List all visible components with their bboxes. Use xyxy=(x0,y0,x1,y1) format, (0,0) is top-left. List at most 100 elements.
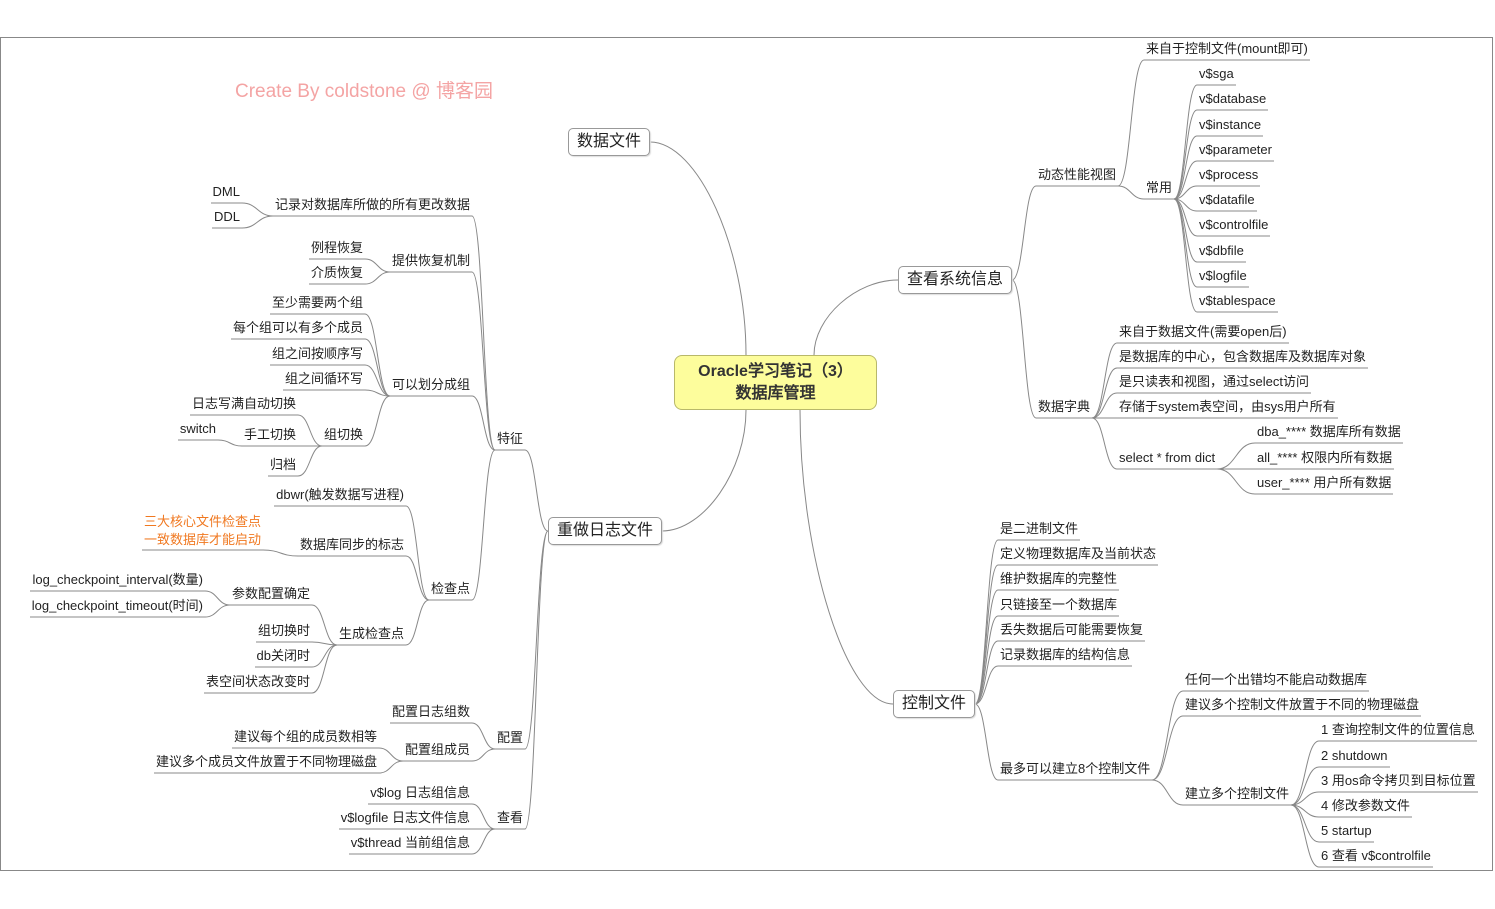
topic-node[interactable]: 手工切换 xyxy=(243,427,296,442)
topic-node[interactable]: 归档 xyxy=(269,457,296,472)
topic-node[interactable]: 维护数据库的完整性 xyxy=(1000,571,1118,586)
connector xyxy=(364,364,391,397)
topic-node[interactable]: 每个组可以有多个成员 xyxy=(232,320,363,335)
topic-node[interactable]: 2 shutdown xyxy=(1321,748,1388,763)
connector xyxy=(241,202,274,217)
topic-node[interactable]: 日志写满自动切换 xyxy=(191,396,296,411)
topic-node[interactable]: 1 查询控制文件的位置信息 xyxy=(1321,722,1475,737)
topic-node[interactable]: 最多可以建立8个控制文件 xyxy=(1000,761,1151,776)
connector xyxy=(378,760,404,774)
connector xyxy=(1216,442,1256,470)
connector xyxy=(297,414,323,447)
topic-node[interactable]: 例程恢复 xyxy=(310,240,363,255)
topic-node[interactable]: v$logfile xyxy=(1199,268,1247,283)
topic-node[interactable]: 常用 xyxy=(1146,180,1173,195)
topic-node[interactable]: log_checkpoint_interval(数量) xyxy=(32,572,203,587)
topic-node[interactable]: 配置 xyxy=(496,730,523,745)
topic-node[interactable]: 3 用os命令拷贝到目标位置 xyxy=(1321,773,1476,788)
topic-node[interactable]: 6 查看 v$controlfile xyxy=(1321,848,1431,863)
connector xyxy=(649,141,747,356)
topic-node[interactable]: 提供恢复机制 xyxy=(391,253,470,268)
topic-node[interactable]: v$tablespace xyxy=(1199,293,1276,308)
topic-node[interactable]: 表空间状态改变时 xyxy=(205,674,310,689)
topic-node[interactable]: 建议多个成员文件放置于不同物理磁盘 xyxy=(155,754,377,769)
topic-node[interactable]: 可以划分成组 xyxy=(391,377,470,392)
topic-node[interactable]: 查看 xyxy=(496,810,523,825)
topic-node[interactable]: v$instance xyxy=(1199,117,1262,132)
topic-node[interactable]: dba_**** 数据库所有数据 xyxy=(1257,424,1401,439)
topic-node[interactable]: 生成检查点 xyxy=(338,626,404,641)
topic-node[interactable]: 建立多个控制文件 xyxy=(1185,786,1290,801)
central-topic-subtitle: 数据库管理 xyxy=(735,385,816,402)
topic-node[interactable]: 4 修改参数文件 xyxy=(1321,798,1410,813)
topic-node[interactable]: 特征 xyxy=(496,431,523,446)
connector xyxy=(974,589,999,705)
topic-node[interactable]: v$log 日志组信息 xyxy=(370,785,470,800)
topic-node[interactable]: 来自于控制文件(mount即可) xyxy=(1146,41,1308,56)
connector xyxy=(204,590,231,606)
topic-node[interactable]: v$database xyxy=(1199,91,1267,106)
topic-node[interactable]: 记录对数据库所做的所有更改数据 xyxy=(274,197,470,212)
topic-node[interactable]: 建议每个组的成员数相等 xyxy=(233,729,377,744)
connector xyxy=(378,747,404,762)
note-text[interactable]: 三大核心文件检查点 一致数据库才能启动 xyxy=(143,514,261,547)
topic-node[interactable]: 至少需要两个组 xyxy=(271,295,363,310)
topic-node[interactable]: 配置组成员 xyxy=(404,742,470,757)
topic-node[interactable]: v$sga xyxy=(1199,66,1234,81)
topic-node[interactable]: v$process xyxy=(1199,167,1259,182)
topic-node[interactable]: 配置日志组数 xyxy=(391,704,470,719)
topic-node[interactable]: 动态性能视图 xyxy=(1038,167,1117,182)
topic-redo[interactable]: 重做日志文件 xyxy=(548,517,663,545)
topic-ctrl[interactable]: 控制文件 xyxy=(893,690,976,718)
connector xyxy=(1173,198,1198,313)
connector xyxy=(974,615,999,705)
topic-node[interactable]: v$logfile 日志文件信息 xyxy=(340,810,470,825)
topic-node[interactable]: user_**** 用户所有数据 xyxy=(1257,475,1392,490)
connector xyxy=(471,395,496,451)
topic-node[interactable]: v$dbfile xyxy=(1199,243,1244,258)
topic-node[interactable]: DDL xyxy=(213,209,240,224)
topic-node[interactable]: 是只读表和视图，通过select访问 xyxy=(1119,374,1309,389)
topic-node[interactable]: 数据字典 xyxy=(1038,399,1091,414)
connector xyxy=(524,530,549,830)
connector xyxy=(974,539,999,705)
topic-node[interactable]: 组切换 xyxy=(323,427,363,442)
central-topic[interactable]: Oracle学习笔记（3） 数据库管理 xyxy=(674,355,877,410)
topic-node[interactable]: 介质恢复 xyxy=(310,265,363,280)
topic-node[interactable]: 组切换时 xyxy=(257,623,310,638)
topic-node[interactable]: 记录数据库的结构信息 xyxy=(1000,647,1131,662)
connector xyxy=(1216,468,1256,495)
topic-datafile[interactable]: 数据文件 xyxy=(568,128,651,156)
topic-node[interactable]: v$datafile xyxy=(1199,192,1255,207)
connector xyxy=(471,828,496,855)
topic-node[interactable]: 定义物理数据库及当前状态 xyxy=(1000,546,1157,561)
topic-node[interactable]: v$thread 当前组信息 xyxy=(350,835,470,850)
topic-node[interactable]: 检查点 xyxy=(430,581,470,596)
topic-node[interactable]: 参数配置确定 xyxy=(231,586,310,601)
topic-node[interactable]: DML xyxy=(212,184,240,199)
topic-node[interactable]: log_checkpoint_timeout(时间) xyxy=(31,598,203,613)
topic-node[interactable]: 丢失数据后可能需要恢复 xyxy=(1000,622,1144,637)
topic-node[interactable]: 建议多个控制文件放置于不同的物理磁盘 xyxy=(1185,697,1420,712)
topic-node[interactable]: 组之间循环写 xyxy=(284,371,363,386)
topic-node[interactable]: db关闭时 xyxy=(256,648,310,663)
topic-node[interactable]: v$parameter xyxy=(1199,142,1272,157)
topic-node[interactable]: 只链接至一个数据库 xyxy=(1000,597,1118,612)
topic-node[interactable]: 是数据库的中心，包含数据库及数据库对象 xyxy=(1119,349,1367,364)
topic-node[interactable]: 5 startup xyxy=(1321,823,1372,838)
connector xyxy=(524,530,549,750)
topic-node[interactable]: select * from dict xyxy=(1119,450,1216,465)
connector xyxy=(297,445,323,477)
topic-node[interactable]: 组之间按顺序写 xyxy=(271,346,363,361)
topic-node[interactable]: 是二进制文件 xyxy=(1000,521,1079,536)
topic-node[interactable]: v$controlfile xyxy=(1199,217,1269,232)
topic-node[interactable]: 数据库同步的标志 xyxy=(299,537,404,552)
topic-node[interactable]: 任何一个出错均不能启动数据库 xyxy=(1185,672,1368,687)
topic-node[interactable]: dbwr(触发数据写进程) xyxy=(276,487,404,502)
connector xyxy=(364,395,391,447)
topic-node[interactable]: 存储于system表空间，由sys用户所有 xyxy=(1119,399,1336,414)
topic-node[interactable]: switch xyxy=(179,421,216,436)
topic-node[interactable]: 来自于数据文件(需要open后) xyxy=(1119,324,1287,339)
topic-node[interactable]: all_**** 权限内所有数据 xyxy=(1257,450,1393,465)
topic-sysinfo[interactable]: 查看系统信息 xyxy=(898,266,1013,294)
